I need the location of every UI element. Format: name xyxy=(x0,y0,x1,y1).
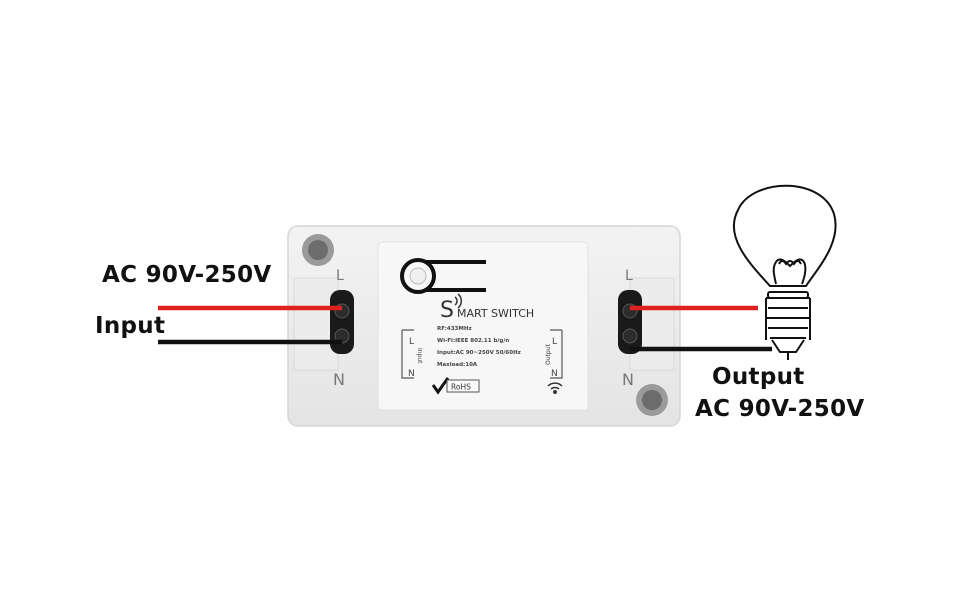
output-port-marking: L N Output xyxy=(545,329,563,379)
left-terminal-block xyxy=(330,290,354,354)
right-terminal-block xyxy=(618,290,642,354)
spec-input: Input:AC 90~250V 50/60Hz xyxy=(437,350,521,356)
spec-maxload: Maxload:10A xyxy=(437,362,478,368)
wifi-icon xyxy=(547,382,563,394)
power-button-icon xyxy=(400,258,486,294)
right-terminal-n-label: N xyxy=(622,370,634,389)
svg-text:Output: Output xyxy=(545,344,552,365)
right-terminal-l-label: L xyxy=(625,268,633,284)
svg-text:N: N xyxy=(551,369,558,379)
input-port-marking: L N Input xyxy=(401,329,423,379)
spec-wifi: Wi-Fi:IEEE 802.11 b/g/n xyxy=(437,338,509,344)
svg-text:L: L xyxy=(552,337,557,347)
output-voltage-label: AC 90V-250V xyxy=(695,396,865,422)
svg-text:N: N xyxy=(408,369,415,379)
signal-icon xyxy=(454,293,463,309)
spec-rf: RF:433MHz xyxy=(437,326,472,332)
rohs-check-icon: RoHS xyxy=(431,377,480,395)
svg-text:Input: Input xyxy=(416,348,423,364)
left-terminal-n-label: N xyxy=(333,370,345,389)
light-bulb-icon xyxy=(732,184,837,360)
brand-initial: S xyxy=(440,298,454,323)
input-voltage-label: AC 90V-250V xyxy=(102,262,272,288)
left-terminal-l-label: L xyxy=(336,268,344,284)
brand-name: MART SWITCH xyxy=(457,307,534,320)
input-label: Input xyxy=(95,313,166,339)
output-label: Output xyxy=(712,364,805,390)
svg-text:L: L xyxy=(409,337,414,347)
rohs-label: RoHS xyxy=(451,383,471,392)
